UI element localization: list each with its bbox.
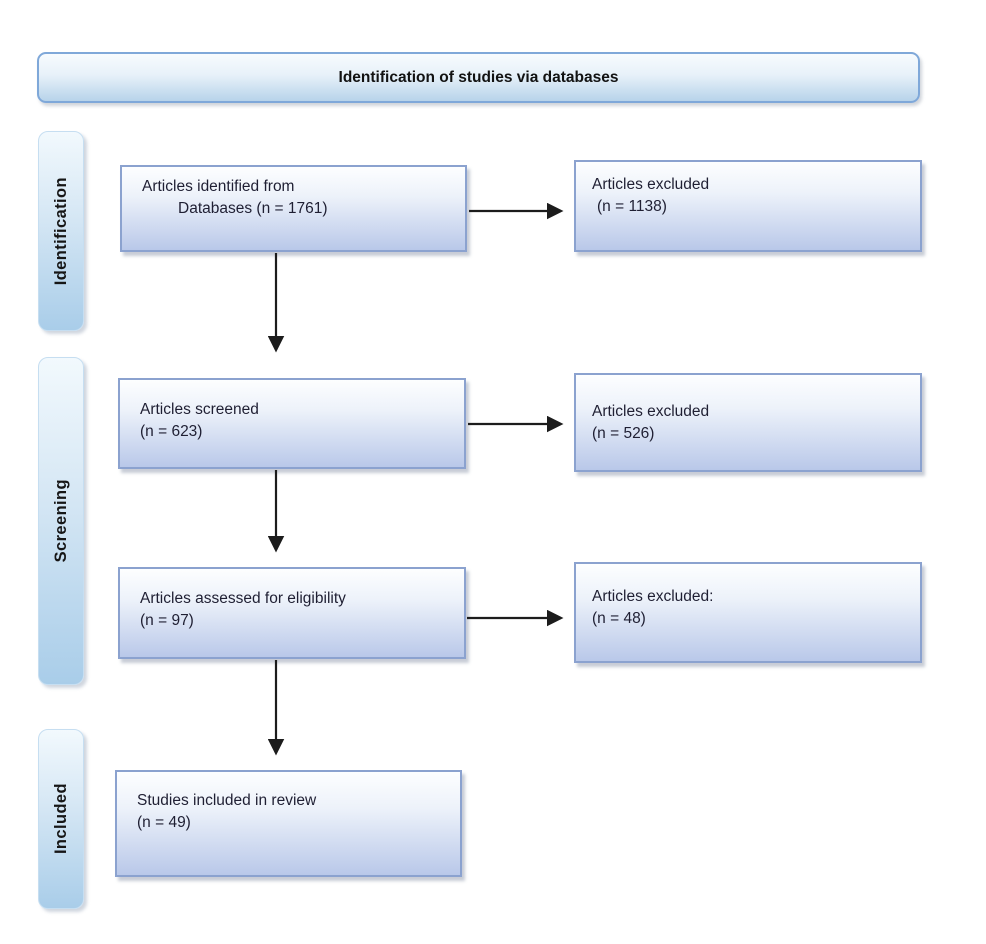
box-text-line2: (n = 49) bbox=[137, 814, 191, 831]
box-text-line1: Articles assessed for eligibility bbox=[140, 590, 346, 607]
box-excluded-screening: Articles excluded (n = 526) bbox=[574, 373, 922, 472]
stage-label-text: Identification bbox=[51, 176, 70, 286]
stage-label-text: Included bbox=[51, 783, 70, 855]
box-articles-assessed: Articles assessed for eligibility (n = 9… bbox=[118, 567, 466, 659]
diagram-title: Identification of studies via databases bbox=[338, 68, 619, 86]
box-text-line2: (n = 526) bbox=[592, 425, 655, 442]
box-studies-included: Studies included in review (n = 49) bbox=[115, 770, 462, 877]
stage-label-identification: Identification bbox=[38, 131, 84, 331]
box-text-line1: Articles screened bbox=[140, 401, 259, 418]
box-text-line2: (n = 48) bbox=[592, 610, 646, 627]
stage-label-screening: Screening bbox=[38, 357, 84, 685]
box-text-line1: Articles excluded bbox=[592, 403, 710, 420]
box-text-line2: (n = 1138) bbox=[597, 198, 667, 215]
box-articles-identified: Articles identified from Databases (n = … bbox=[120, 165, 467, 252]
box-text-line1: Articles excluded bbox=[592, 176, 710, 193]
box-text-line1: Articles excluded: bbox=[592, 588, 714, 605]
box-text-line1: Articles identified from bbox=[142, 178, 295, 195]
box-text-line2: Databases (n = 1761) bbox=[178, 200, 328, 217]
box-text-line2: (n = 623) bbox=[140, 423, 203, 440]
box-text-line1: Studies included in review bbox=[137, 792, 317, 809]
box-excluded-eligibility: Articles excluded: (n = 48) bbox=[574, 562, 922, 663]
stage-label-text: Screening bbox=[51, 479, 70, 563]
diagram-header-banner: Identification of studies via databases bbox=[37, 52, 920, 103]
stage-label-included: Included bbox=[38, 729, 84, 909]
box-excluded-identification: Articles excluded (n = 1138) bbox=[574, 160, 922, 252]
box-text-line2: (n = 97) bbox=[140, 612, 194, 629]
box-articles-screened: Articles screened (n = 623) bbox=[118, 378, 466, 469]
